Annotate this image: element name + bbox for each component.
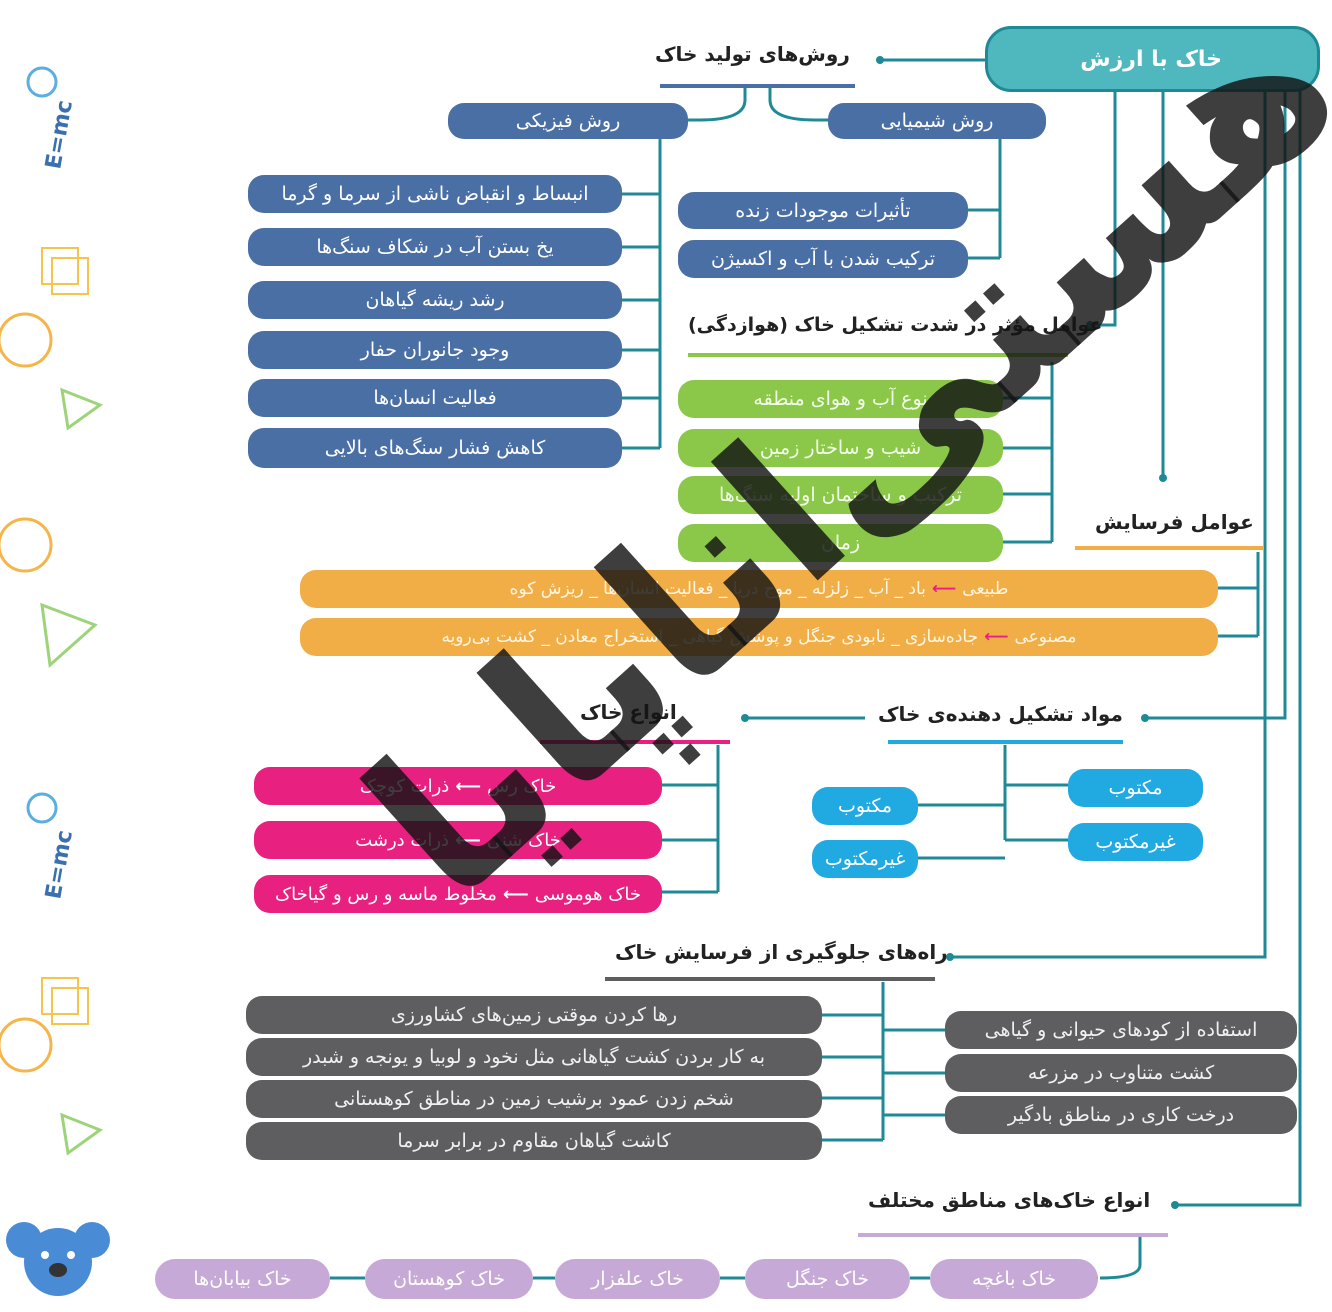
erosion-underline xyxy=(1075,546,1263,550)
soil-type-desc: ذرات کوچک xyxy=(359,775,450,797)
physical-item: کاهش فشار سنگ‌های بالایی xyxy=(248,428,622,468)
soil-type-item: خاک شنی ⟵ ذرات درشت xyxy=(254,821,662,859)
factors-underline xyxy=(688,353,1068,357)
soil-type-desc: ذرات درشت xyxy=(355,829,450,851)
factor-item: شیب و ساختار زمین xyxy=(678,429,1003,467)
prevention-item: درخت کاری در مناطق بادگیر xyxy=(945,1096,1297,1134)
soil-types-title: انواع خاک xyxy=(580,700,677,724)
erosion-artificial-text: جاده‌سازی _ نابودی جنگل و پوشش گیاهی _ ا… xyxy=(441,627,979,647)
materials-title: مواد تشکیل دهنده‌ی خاک xyxy=(878,702,1123,726)
material-item: غیرمکتوب xyxy=(1068,823,1203,861)
soil-types-underline xyxy=(540,740,730,744)
material-item: مکتوب xyxy=(1068,769,1203,807)
planet-icon xyxy=(0,312,53,368)
koala-icon xyxy=(6,1222,110,1296)
prevention-item: کاشت گیاهان مقاوم در برابر سرما xyxy=(246,1122,822,1160)
erosion-title: عوامل فرسایش xyxy=(1095,510,1254,534)
arrow-left-icon: ⟵ xyxy=(455,775,482,797)
chemical-method: روش شیمیایی xyxy=(828,103,1046,139)
formula-label: E=mc xyxy=(41,828,78,901)
chemical-item: ترکیب شدن با آب و اکسیژن xyxy=(678,240,968,278)
erosion-natural-text: باد _ آب _ زلزله _ موج دریا _ فعالیت انس… xyxy=(509,579,926,599)
cube-icon xyxy=(41,247,79,285)
prevention-underline xyxy=(605,977,935,981)
arrow-left-icon: ⟵ xyxy=(931,579,957,599)
materials-underline xyxy=(888,740,1123,744)
soil-type-name: خاک هوموسی xyxy=(534,883,641,905)
region-item: خاک کوهستان xyxy=(365,1259,533,1299)
physical-item: یخ بستن آب در شکاف سنگ‌ها xyxy=(248,228,622,266)
regions-title: انواع خاک‌های مناطق مختلف xyxy=(868,1188,1151,1212)
physical-method: روش فیزیکی xyxy=(448,103,688,139)
factor-item: نوع آب و هوای منطقه xyxy=(678,380,1003,418)
region-item: خاک بیابان‌ها xyxy=(155,1259,330,1299)
prevention-item: کشت متناوب در مزرعه xyxy=(945,1054,1297,1092)
soil-type-desc: مخلوط ماسه و رس و گیاخاک xyxy=(275,883,497,905)
region-item: خاک جنگل xyxy=(745,1259,910,1299)
physical-item: انبساط و انقباض ناشی از سرما و گرما xyxy=(248,175,622,213)
arrow-left-icon: ⟵ xyxy=(455,829,481,851)
soil-type-item: خاک رس ⟵ ذرات کوچک xyxy=(254,767,662,805)
flask-icon xyxy=(26,66,58,98)
material-item: غیرمکتوب xyxy=(812,840,918,878)
production-title: روش‌های تولید خاک xyxy=(655,42,850,66)
region-item: خاک باغچه xyxy=(930,1259,1098,1299)
physical-item: رشد ریشه گیاهان xyxy=(248,281,622,319)
arrow-left-icon: ⟵ xyxy=(502,883,529,905)
prevention-item: رها کردن موقتی زمین‌های کشاورزی xyxy=(246,996,822,1034)
erosion-natural: طبیعی ⟵ باد _ آب _ زلزله _ موج دریا _ فع… xyxy=(300,570,1218,608)
chemical-item: تأثیرات موجودات زنده xyxy=(678,192,968,229)
prevention-title: راه‌های جلوگیری از فرسایش خاک xyxy=(615,940,948,964)
formula-label: E=mc xyxy=(41,98,78,171)
factor-item: زمان xyxy=(678,524,1003,562)
triangle-icon xyxy=(60,387,104,431)
erosion-artificial: مصنوعی ⟵ جاده‌سازی _ نابودی جنگل و پوشش … xyxy=(300,618,1218,656)
erosion-artificial-label: مصنوعی xyxy=(1014,627,1077,647)
decorative-border: E=mc E=mc xyxy=(0,66,110,1296)
factor-item: ترکیب و ساختمان اولیه سنگ‌ها xyxy=(678,476,1003,514)
soil-type-name: خاک شنی xyxy=(486,829,561,851)
factors-title: عوامل مؤثر در شدت تشکیل خاک (هوازدگی) xyxy=(688,314,1103,336)
soil-type-name: خاک رس xyxy=(487,775,557,797)
material-item: مکتوب xyxy=(812,787,918,825)
prevention-item: شخم زدن عمود برشیب زمین در مناطق کوهستان… xyxy=(246,1080,822,1118)
physical-item: فعالیت انسان‌ها xyxy=(248,379,622,417)
erosion-natural-label: طبیعی xyxy=(962,579,1009,599)
production-underline xyxy=(660,84,855,88)
arrow-left-icon: ⟵ xyxy=(984,627,1009,647)
regions-underline xyxy=(858,1233,1168,1237)
region-item: خاک علفزار xyxy=(555,1259,720,1299)
physical-item: وجود جانوران حفار xyxy=(248,331,622,369)
root-node: خاک با ارزش xyxy=(985,26,1320,92)
prevention-item: استفاده از کودهای حیوانی و گیاهی xyxy=(945,1011,1297,1049)
soil-type-item: خاک هوموسی ⟵ مخلوط ماسه و رس و گیاخاک xyxy=(254,875,662,913)
prevention-item: به کار بردن کشت گیاهانی مثل نخود و لوبیا… xyxy=(246,1038,822,1076)
